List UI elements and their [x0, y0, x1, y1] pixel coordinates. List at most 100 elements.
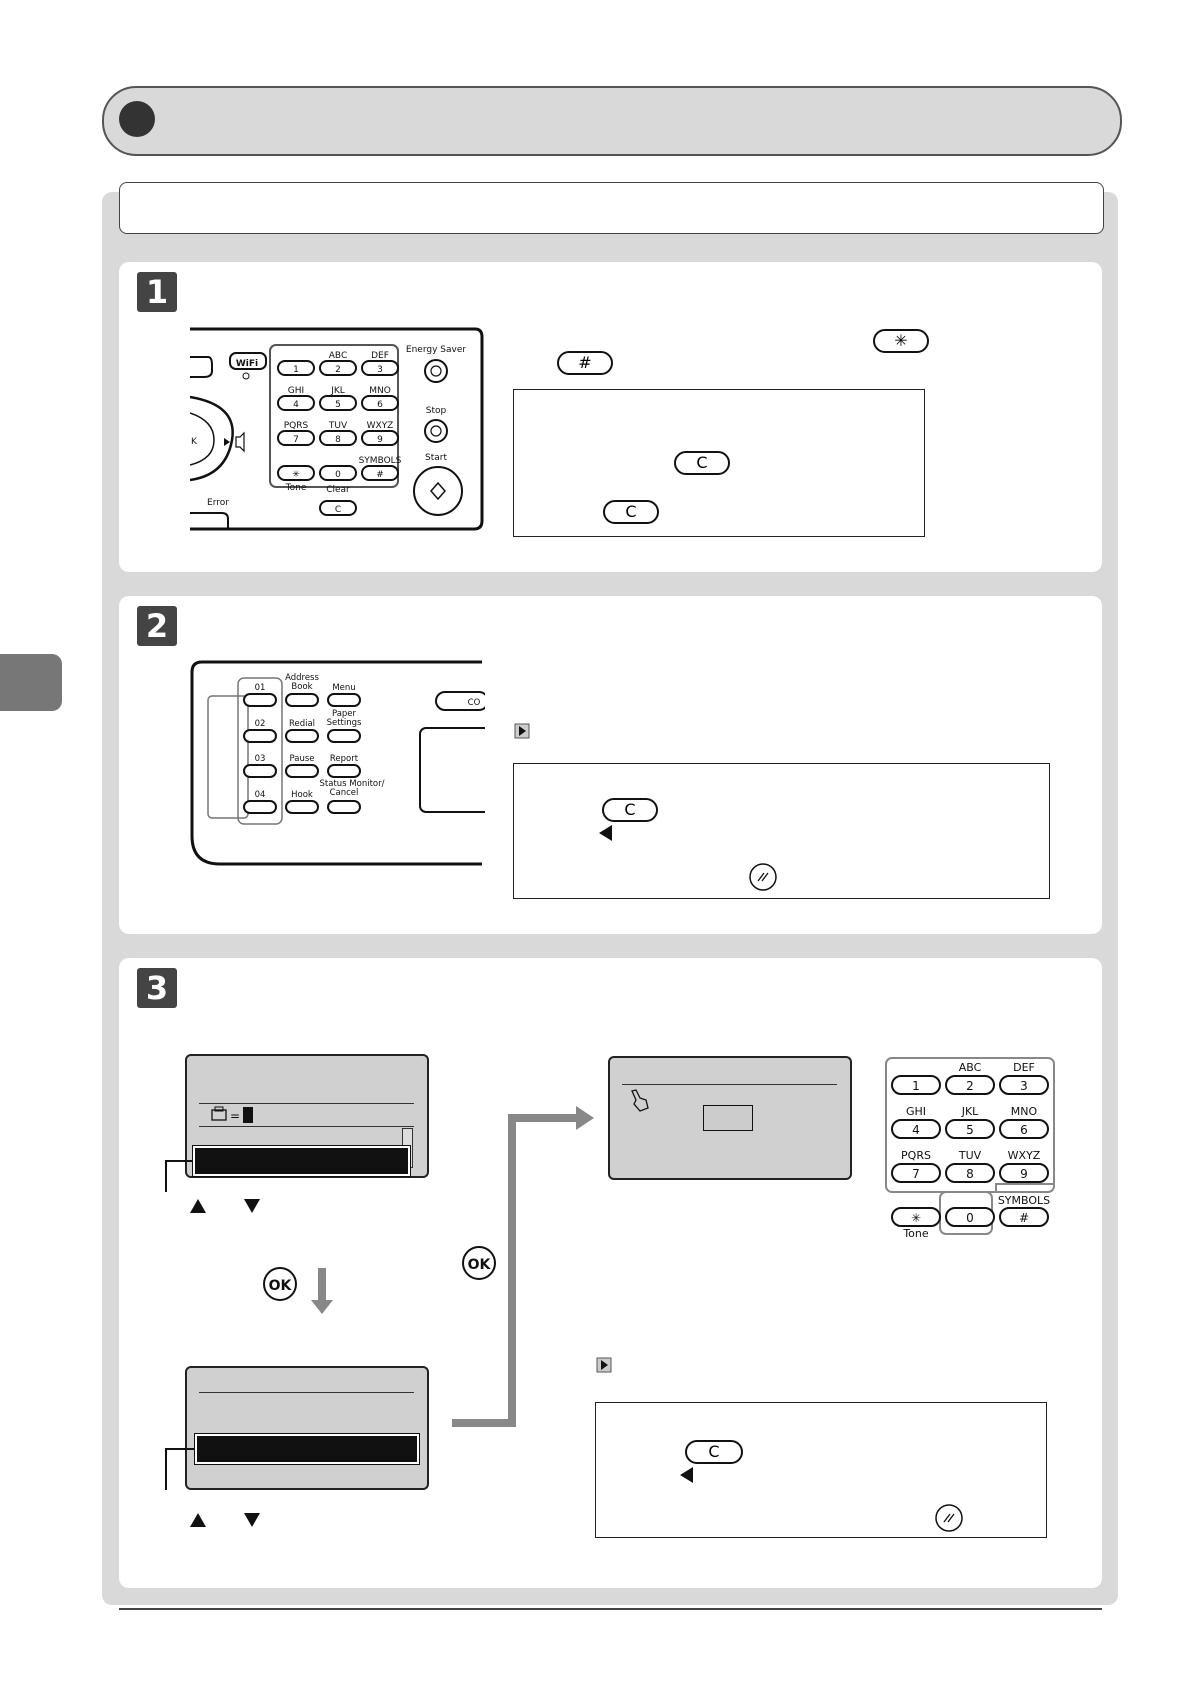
clear-key-icon: C — [603, 500, 659, 524]
svg-text:#: # — [376, 470, 384, 480]
svg-text:Book: Book — [291, 682, 312, 692]
svg-text:Settings: Settings — [327, 718, 362, 728]
svg-text:3: 3 — [1020, 1079, 1028, 1093]
svg-text:JKL: JKL — [330, 386, 345, 396]
lcd-selected-row — [194, 1433, 420, 1465]
callout-line — [165, 1448, 167, 1490]
footer-rule — [119, 1608, 1102, 1610]
up-down-keys-icon — [190, 1199, 260, 1213]
svg-text:ABC: ABC — [959, 1061, 982, 1074]
step-3-note-box — [595, 1402, 1047, 1538]
callout-line — [165, 1160, 167, 1192]
svg-text:GHI: GHI — [906, 1105, 926, 1118]
svg-text:=: = — [230, 1109, 240, 1123]
up-down-keys-icon — [190, 1513, 260, 1527]
svg-text:TUV: TUV — [958, 1149, 982, 1162]
section-title-bar — [102, 86, 1122, 156]
svg-text:Menu: Menu — [332, 683, 355, 693]
reset-icon — [749, 863, 777, 891]
svg-text:Energy Saver: Energy Saver — [406, 345, 466, 355]
procedure-subtitle-box — [119, 182, 1104, 234]
svg-text:8: 8 — [966, 1167, 974, 1181]
lcd-selected-row — [192, 1145, 411, 1177]
svg-text:WXYZ: WXYZ — [1008, 1149, 1041, 1162]
ok-key-icon: OK — [263, 1267, 333, 1314]
flow-arrow — [452, 1106, 594, 1427]
svg-text:8: 8 — [335, 435, 341, 445]
svg-text:5: 5 — [966, 1123, 974, 1137]
svg-text:Tone: Tone — [285, 483, 307, 493]
svg-text:Tone: Tone — [902, 1227, 929, 1238]
svg-text:ABC: ABC — [329, 351, 347, 361]
svg-text:OK: OK — [269, 1278, 293, 1294]
svg-text:Hook: Hook — [291, 790, 313, 800]
svg-text:Redial: Redial — [289, 719, 315, 729]
svg-text:WiFi: WiFi — [236, 359, 258, 369]
hand-icon — [631, 1089, 649, 1112]
svg-text:1: 1 — [293, 365, 299, 375]
input-box — [703, 1105, 753, 1131]
svg-text:2: 2 — [966, 1079, 974, 1093]
svg-text:02: 02 — [255, 719, 266, 729]
svg-text:3: 3 — [377, 365, 383, 375]
svg-text:TUV: TUV — [328, 421, 348, 431]
ok-key-icon: OK — [462, 1246, 496, 1280]
left-arrow-icon — [599, 825, 612, 841]
lcd-divider — [199, 1392, 414, 1393]
svg-text:#: # — [1019, 1211, 1029, 1225]
svg-text:Paper: Paper — [332, 709, 357, 719]
svg-text:Address: Address — [285, 673, 319, 683]
lcd-divider — [199, 1103, 414, 1104]
reference-arrow-icon — [596, 1357, 612, 1373]
svg-text:SYMBOLS: SYMBOLS — [998, 1194, 1050, 1207]
svg-text:CO: CO — [468, 698, 481, 708]
svg-text:4: 4 — [293, 400, 299, 410]
svg-text:C: C — [335, 505, 341, 515]
section-bullet — [119, 101, 155, 137]
svg-text:03: 03 — [255, 754, 266, 764]
reset-icon — [935, 1504, 963, 1532]
callout-line — [165, 1160, 193, 1162]
svg-text:PQRS: PQRS — [901, 1149, 931, 1162]
svg-text:JKL: JKL — [961, 1105, 979, 1118]
lcd-divider — [199, 1126, 414, 1127]
svg-text:0: 0 — [335, 470, 341, 480]
step-2-note-box — [513, 763, 1050, 899]
svg-text:DEF: DEF — [1013, 1061, 1035, 1074]
lcd-divider — [622, 1084, 837, 1085]
svg-text:PQRS: PQRS — [284, 421, 309, 431]
svg-text:K: K — [191, 437, 198, 447]
svg-text:MNO: MNO — [369, 386, 391, 396]
step-3-number: 3 — [137, 968, 177, 1008]
svg-text:6: 6 — [1020, 1123, 1028, 1137]
chapter-tab — [0, 654, 62, 711]
svg-text:04: 04 — [255, 790, 266, 800]
svg-text:9: 9 — [377, 435, 383, 445]
svg-text:2: 2 — [335, 365, 341, 375]
svg-text:01: 01 — [255, 683, 266, 693]
svg-text:6: 6 — [377, 400, 383, 410]
reference-arrow-icon — [514, 723, 530, 739]
svg-text:✳: ✳ — [911, 1211, 921, 1225]
svg-text:Stop: Stop — [426, 406, 447, 416]
svg-text:4: 4 — [912, 1123, 920, 1137]
svg-text:Status Monitor/: Status Monitor/ — [320, 779, 385, 789]
step-2-number: 2 — [137, 606, 177, 646]
svg-text:MNO: MNO — [1011, 1105, 1038, 1118]
svg-text:OK: OK — [468, 1257, 492, 1273]
svg-text:9: 9 — [1020, 1167, 1028, 1181]
svg-text:7: 7 — [293, 435, 299, 445]
svg-text:Clear: Clear — [326, 485, 350, 495]
svg-text:WXYZ: WXYZ — [367, 421, 394, 431]
svg-text:DEF: DEF — [371, 351, 389, 361]
svg-text:7: 7 — [912, 1167, 920, 1181]
step-1-number: 1 — [137, 272, 177, 312]
clear-key-icon: C — [674, 451, 730, 475]
clear-key-icon: C — [685, 1440, 743, 1464]
fax-number-field: = — [211, 1106, 253, 1123]
svg-text:✳: ✳ — [292, 470, 300, 480]
clear-key-icon: C — [602, 798, 658, 822]
